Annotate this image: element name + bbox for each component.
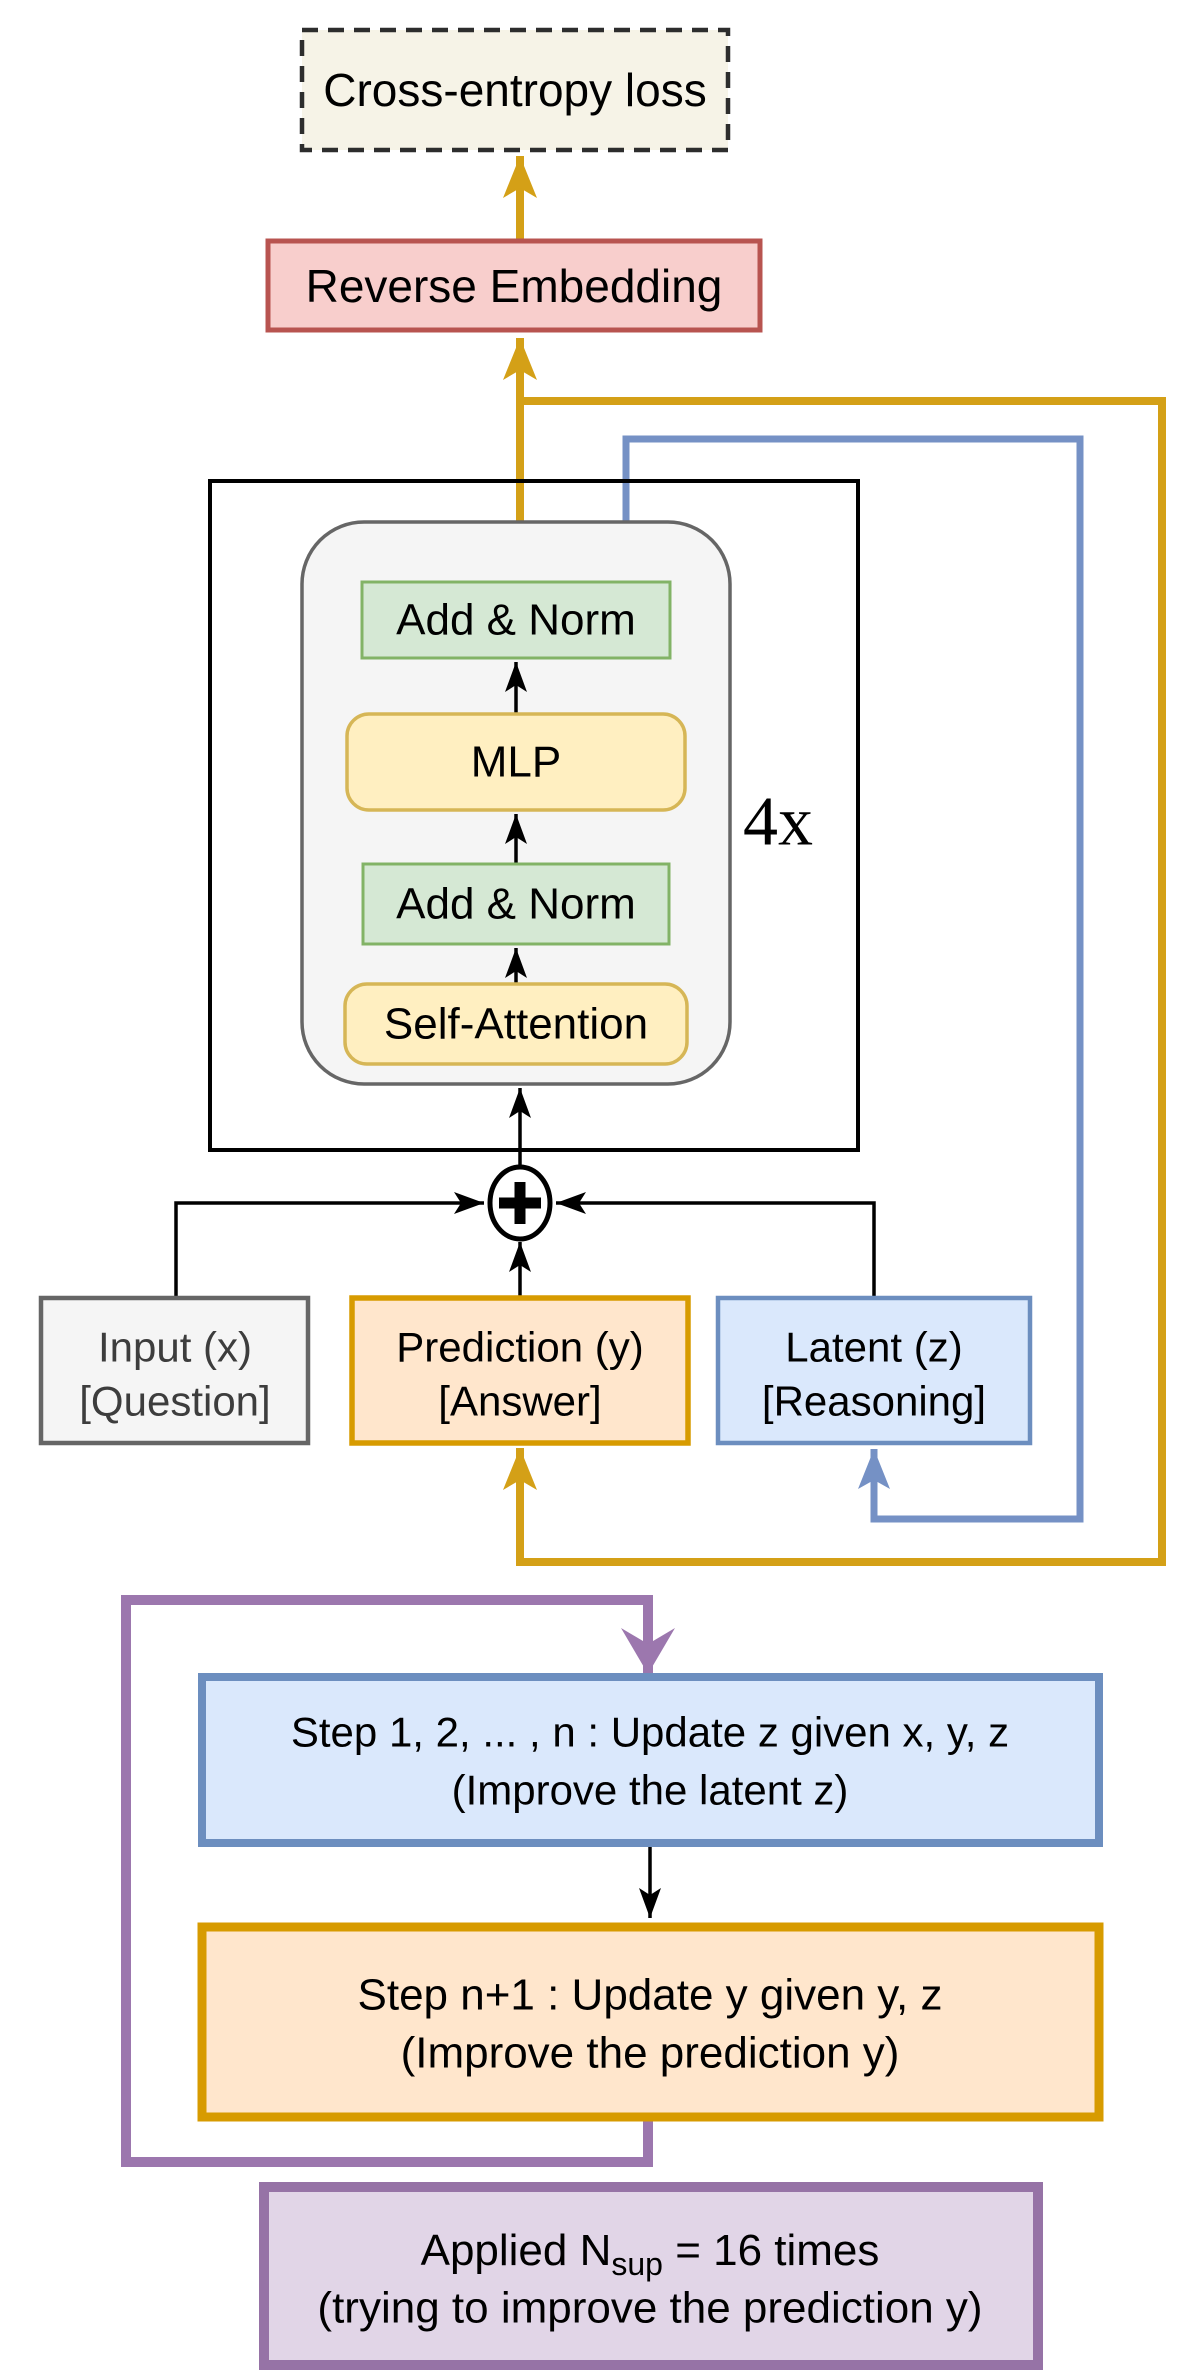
self-attention-label: Self-Attention bbox=[384, 1000, 648, 1049]
reverse-embedding-label: Reverse Embedding bbox=[306, 260, 723, 312]
latent-to-addnode-line bbox=[556, 1192, 876, 1298]
purple-supervision-loop-line bbox=[121, 1595, 675, 2167]
prediction-y-label-line2: [Answer] bbox=[438, 1378, 601, 1425]
latent-z-label-line1: Latent (z) bbox=[785, 1324, 962, 1371]
applied-times-prefix: Applied N bbox=[421, 2226, 612, 2275]
reverse-embedding-box bbox=[265, 238, 763, 333]
update-z-step-line2: (Improve the latent z) bbox=[452, 1767, 849, 1814]
update-y-step-line1: Step n+1 : Update y given y, z bbox=[358, 1971, 943, 2020]
add-operator-node bbox=[487, 1164, 553, 1242]
input-x-label-line2: [Question] bbox=[79, 1378, 270, 1425]
latent-z-label-line2: [Reasoning] bbox=[762, 1378, 986, 1425]
prediction-y-box bbox=[349, 1295, 691, 1446]
update-y-step-line2: (Improve the prediction y) bbox=[401, 2029, 900, 2078]
update-y-step-box bbox=[197, 1922, 1104, 2122]
add-norm-bottom-box bbox=[361, 862, 671, 946]
applied-times-box bbox=[259, 2182, 1043, 2370]
self-attention-box bbox=[343, 982, 689, 1066]
cross-entropy-loss-label: Cross-entropy loss bbox=[323, 64, 706, 116]
prediction-y-label-line1: Prediction (y) bbox=[396, 1324, 643, 1371]
repeat-count-label: 4x bbox=[743, 784, 813, 861]
repeat-block-outline bbox=[208, 479, 860, 1152]
blue-latent-feedback-line bbox=[622, 435, 1084, 1523]
applied-times-subscript: sup bbox=[611, 2246, 663, 2282]
cross-entropy-loss-box bbox=[299, 27, 731, 153]
gold-prediction-feedback-line bbox=[503, 397, 1166, 1566]
input-x-label-line1: Input (x) bbox=[98, 1324, 252, 1371]
update-z-step-box bbox=[198, 1673, 1103, 1847]
applied-times-line1: Applied Nsup = 16 times bbox=[421, 2226, 880, 2283]
mlp-label: MLP bbox=[471, 738, 561, 787]
latent-z-box bbox=[715, 1295, 1033, 1446]
mlp-box bbox=[345, 712, 687, 812]
applied-times-line2: (trying to improve the prediction y) bbox=[317, 2284, 982, 2333]
update-z-step-line1: Step 1, 2, ... , n : Update z given x, y… bbox=[291, 1709, 1009, 1756]
input-x-box bbox=[38, 1295, 311, 1446]
applied-times-suffix: = 16 times bbox=[663, 2226, 879, 2275]
add-norm-top-label: Add & Norm bbox=[396, 596, 636, 645]
input-to-addnode-line bbox=[174, 1192, 484, 1298]
add-norm-top-box bbox=[360, 580, 672, 660]
add-norm-bottom-label: Add & Norm bbox=[396, 880, 636, 929]
